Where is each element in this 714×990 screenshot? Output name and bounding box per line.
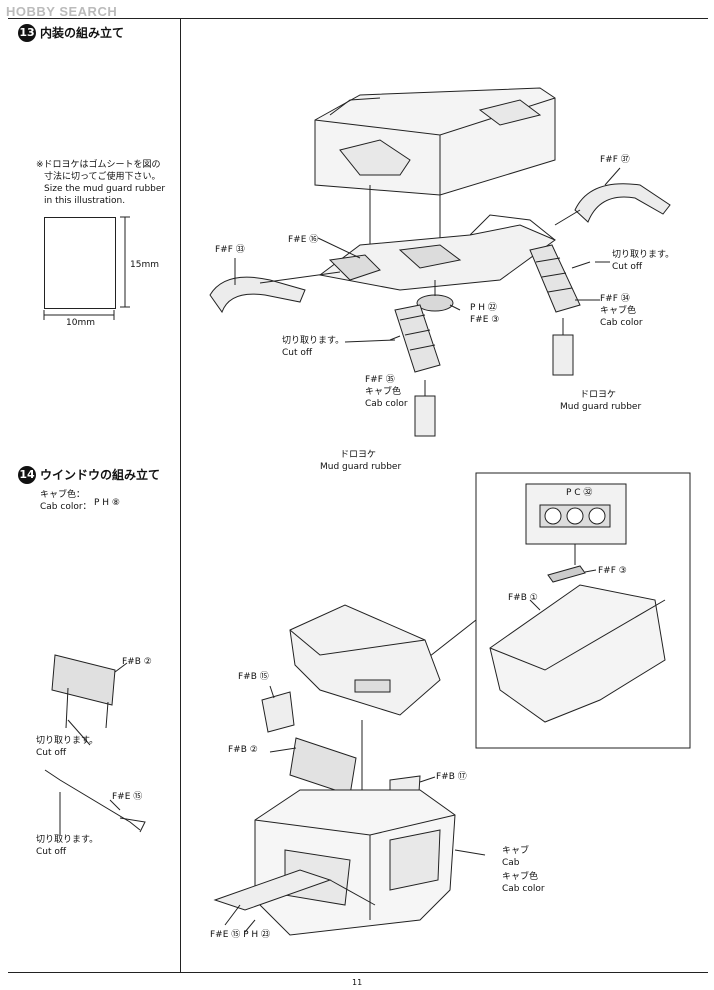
watermark-logo: HOBBY SEARCH bbox=[6, 4, 117, 19]
label-cut-off-jp-2: 切り取ります。 bbox=[36, 835, 99, 845]
label-fe15: F#E ⑮ bbox=[112, 792, 143, 802]
label-fe3: F#E ③ bbox=[470, 315, 500, 325]
label-cab-color-en-right: Cab color bbox=[600, 318, 643, 328]
frame-bottom-line bbox=[8, 972, 708, 973]
label-mud-jp-left: ドロヨケ bbox=[340, 450, 377, 460]
label-cab-color-jp-left: キャブ色 bbox=[365, 387, 402, 397]
step14-title: ウインドウの組み立て bbox=[40, 468, 161, 482]
label-cab-color-jp-right: キャブ色 bbox=[600, 306, 637, 316]
column-divider bbox=[180, 18, 181, 972]
label-cut-off-en-2: Cut off bbox=[36, 847, 67, 857]
label-fe15-ph23: F#E ⑮ P H ㉓ bbox=[210, 930, 271, 940]
label-fb2-left: F#B ② bbox=[122, 657, 152, 667]
label-cab-jp: キャブ bbox=[502, 846, 530, 856]
dim-width-label: 10mm bbox=[66, 318, 95, 328]
frame-top-line bbox=[8, 18, 708, 19]
label-fb1: F#B ① bbox=[508, 593, 538, 603]
step14-cab-color-part: P H ⑧ bbox=[94, 498, 120, 508]
step13-title: 内装の組み立て bbox=[40, 26, 125, 40]
label-ff33: F#F ㉝ bbox=[215, 245, 245, 255]
label-cut-off-jp-right: 切り取ります。 bbox=[612, 250, 675, 260]
watermark-text: HOBBY SEARCH bbox=[6, 4, 118, 19]
label-mud-jp-right: ドロヨケ bbox=[580, 390, 617, 400]
label-ff37: F#F ㊲ bbox=[600, 155, 630, 165]
label-cut-off-jp-left: 切り取ります。 bbox=[282, 336, 345, 346]
label-cab-color-en: Cab color bbox=[502, 884, 545, 894]
label-fb17: F#B ⑰ bbox=[436, 772, 467, 782]
label-ff3: F#F ③ bbox=[598, 566, 627, 576]
dim-height-label: 15mm bbox=[130, 260, 159, 270]
label-cut-off-en-left: Cut off bbox=[282, 348, 313, 358]
label-pc32: P C ㉜ bbox=[566, 488, 593, 498]
step13-note-en-2: in this illustration. bbox=[44, 196, 126, 206]
label-cut-off-en-1: Cut off bbox=[36, 748, 67, 758]
label-cut-off-en-right: Cut off bbox=[612, 262, 643, 272]
label-ff35: F#F ㉟ bbox=[365, 375, 395, 385]
mud-guard-template-rect bbox=[44, 217, 116, 309]
step13-note-jp-1: ※ドロヨケはゴムシートを図の bbox=[36, 160, 161, 170]
label-cab-color-en-left: Cab color bbox=[365, 399, 408, 409]
step14-cab-color-en: Cab color： bbox=[40, 502, 92, 512]
label-fb15: F#B ⑮ bbox=[238, 672, 269, 682]
label-mud-en-right: Mud guard rubber bbox=[560, 402, 642, 412]
page-number: 11 bbox=[352, 978, 363, 987]
step13-note-en-1: Size the mud guard rubber bbox=[44, 184, 166, 194]
step14-number-badge: 14 bbox=[18, 466, 36, 484]
label-fe16: F#E ⑯ bbox=[288, 235, 319, 245]
label-cab-en: Cab bbox=[502, 858, 520, 868]
label-mud-en-left: Mud guard rubber bbox=[320, 462, 402, 472]
label-cab-color-jp: キャブ色 bbox=[502, 872, 539, 882]
step14-cab-color-jp: キャブ色： bbox=[40, 490, 86, 500]
label-ff34: F#F ㉞ bbox=[600, 294, 630, 304]
label-cut-off-jp-1: 切り取ります。 bbox=[36, 736, 99, 746]
label-ph22: P H ㉒ bbox=[470, 303, 497, 313]
step13-note-jp-2: 寸法に切ってご使用下さい。 bbox=[44, 172, 161, 182]
step13-number-badge: 13 bbox=[18, 24, 36, 42]
label-fb2-main: F#B ② bbox=[228, 745, 258, 755]
